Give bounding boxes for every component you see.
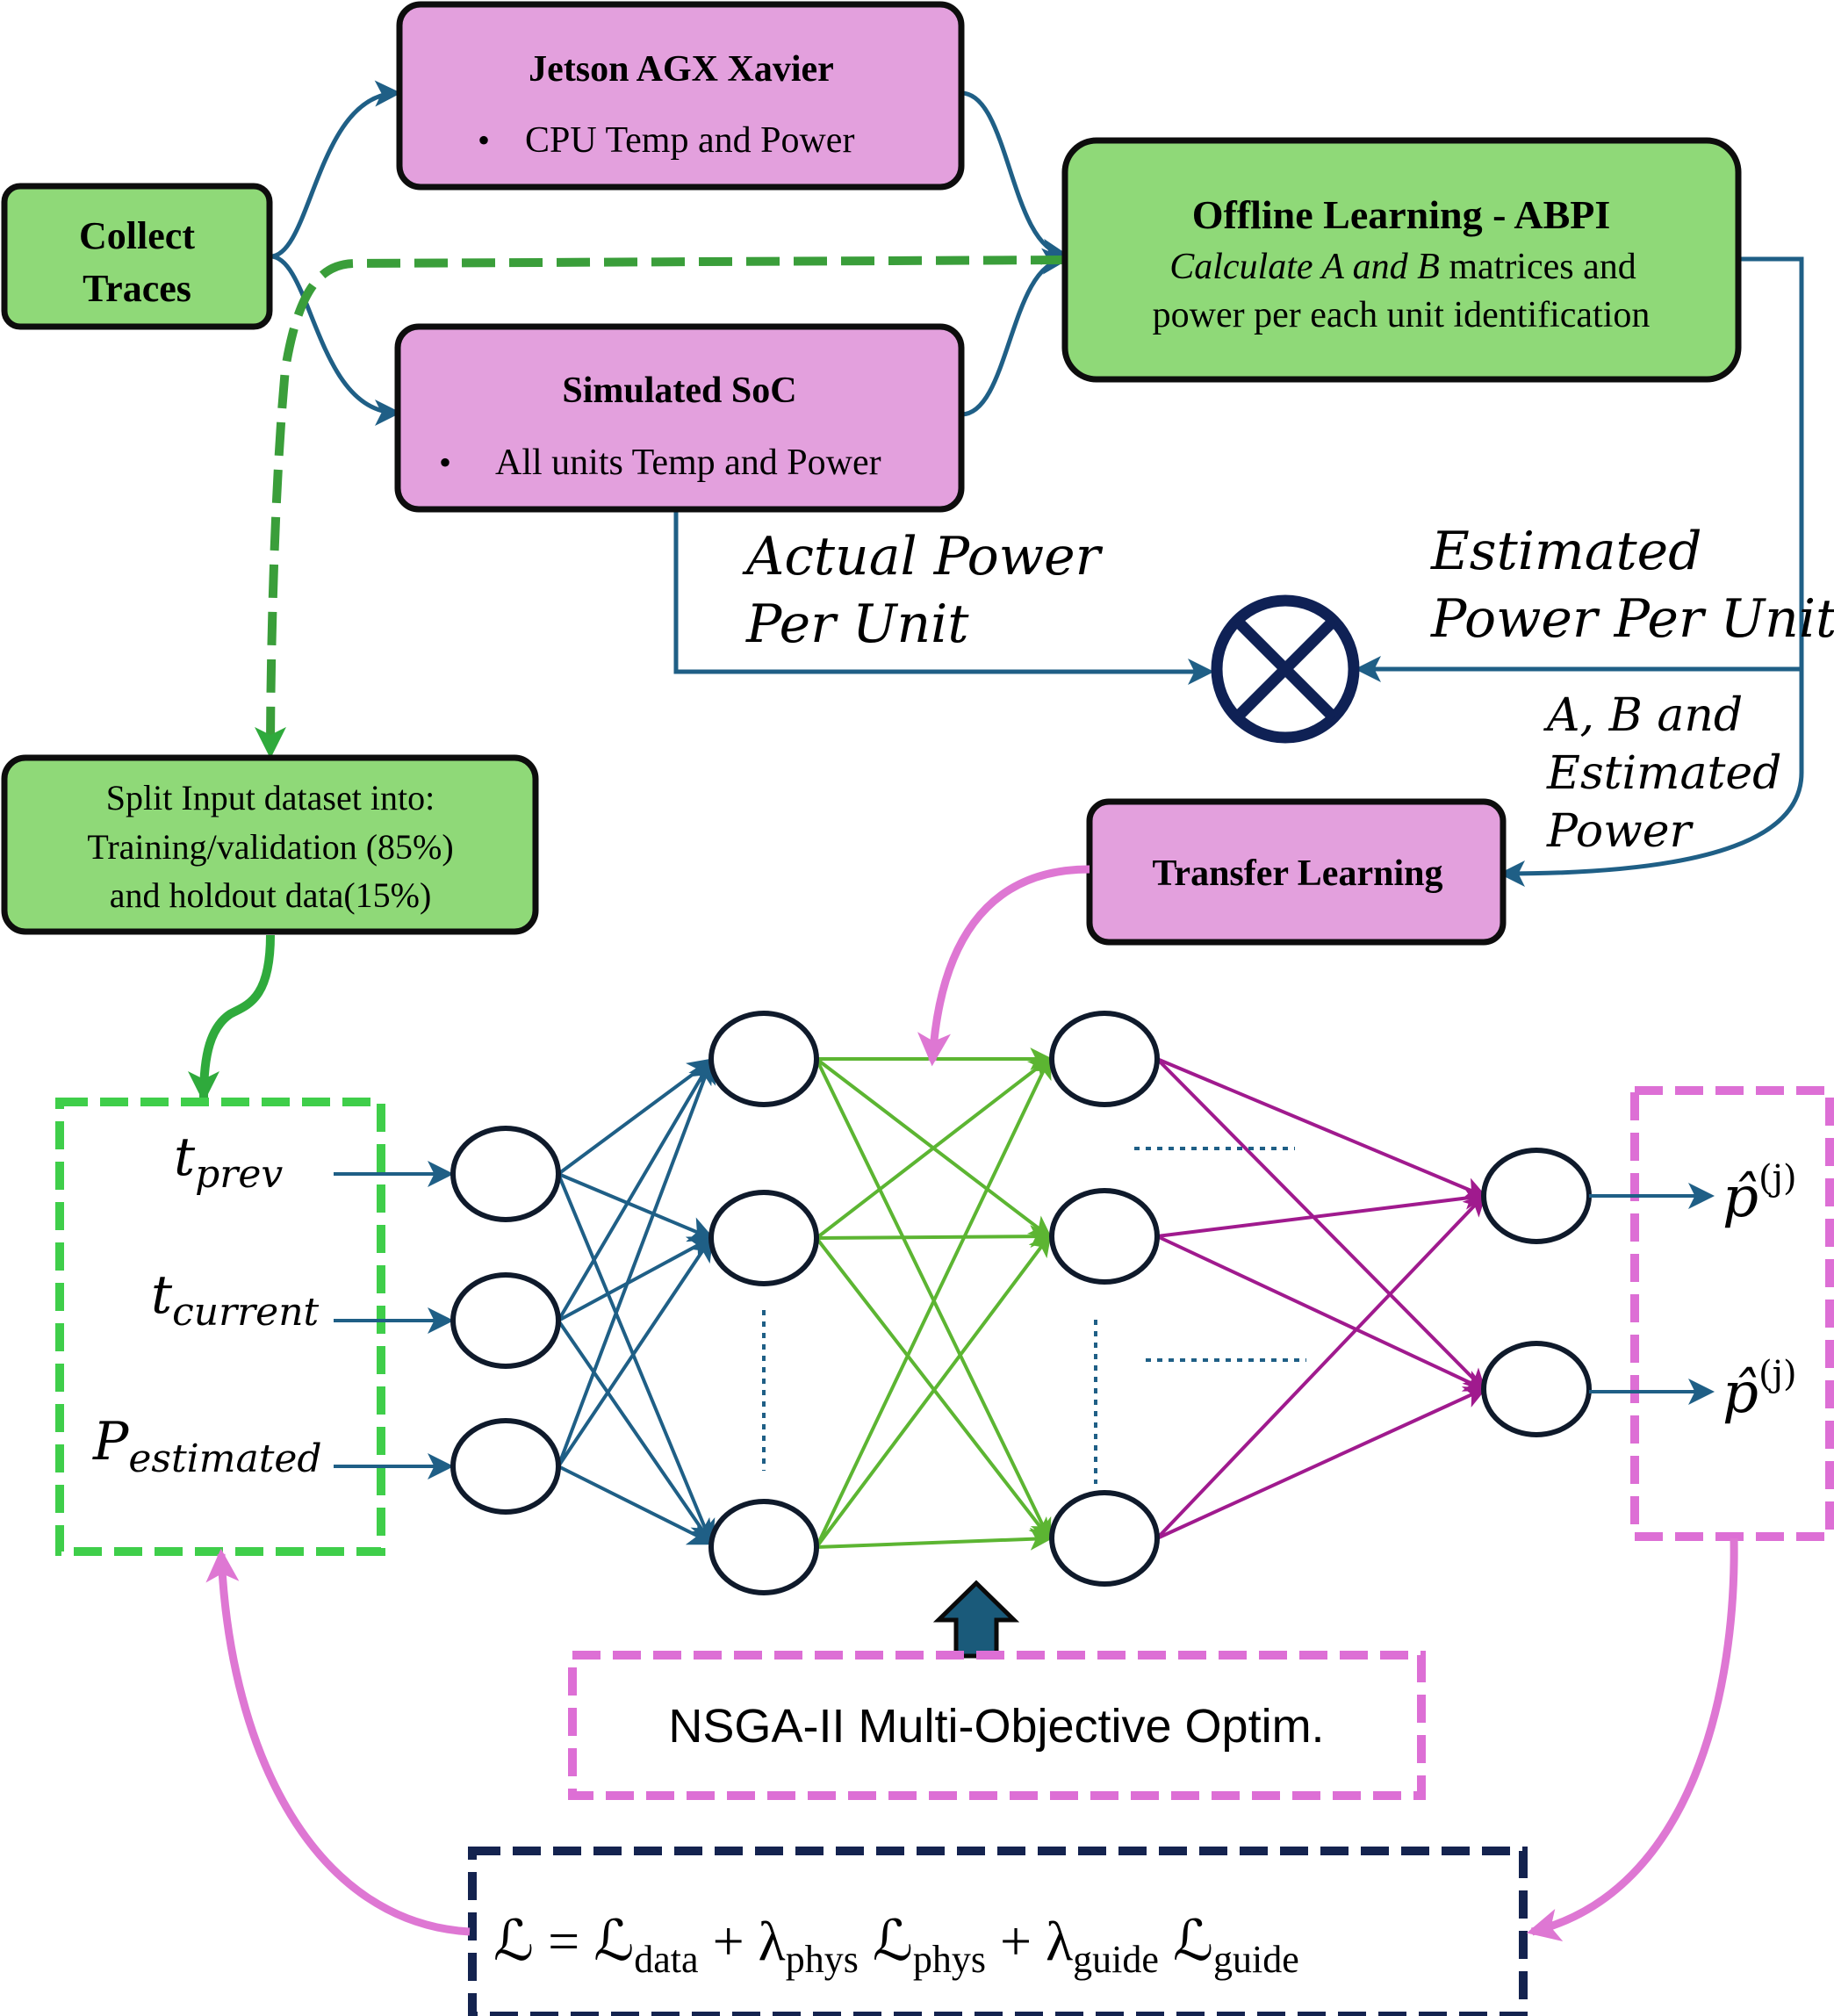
arrow-loss-to-input <box>205 1548 471 1936</box>
split-line3: and holdout data(15%) <box>110 875 432 915</box>
collect-traces-line2: Traces <box>83 267 191 310</box>
loss-box: ℒ = ℒdata + λphys ℒphys + λguide ℒguide <box>468 1847 1528 2016</box>
arrow-simsoc-to-offline <box>960 248 1068 417</box>
arrow-ab-to-transfer <box>1499 669 1804 887</box>
input-labels: tprev tcurrent Pestimated <box>92 1127 322 1481</box>
neuron-hidden2-1 <box>1049 1011 1160 1107</box>
ab-label-1: A, B and <box>1543 689 1743 742</box>
neuron-hidden1-2 <box>708 1190 819 1286</box>
input-t-prev: tprev <box>174 1127 283 1197</box>
arrow-jetson-to-offline <box>960 90 1068 265</box>
input-t-current: tcurrent <box>151 1264 320 1335</box>
nsga-label: NSGA-II Multi-Objective Optim. <box>668 1700 1324 1753</box>
transfer-learning-box: Transfer Learning <box>1086 798 1507 946</box>
dashed-green-connector <box>255 256 1065 759</box>
arrow-collect-to-jetson <box>270 80 401 259</box>
simsoc-item: All units Temp and Power <box>495 443 881 483</box>
simsoc-bullet: • <box>439 443 451 482</box>
actual-power-label-2: Per Unit <box>745 594 969 655</box>
neurons <box>450 1011 1592 1595</box>
nsga-up-arrow-icon <box>932 1580 1020 1659</box>
jetson-title: Jetson AGX Xavier <box>529 49 834 90</box>
top-connectors <box>270 80 1804 887</box>
input-p-estimated: Pestimated <box>92 1411 322 1481</box>
actual-power-label-1: Actual Power <box>742 526 1104 587</box>
ellipsis-dots <box>762 1147 1306 1484</box>
output-labels: p̂(j) p̂(j) <box>1723 1158 1797 1426</box>
neuron-input-2 <box>450 1272 561 1369</box>
offline-line2: Calculate A and B matrices and <box>1169 247 1636 287</box>
offline-learning-box: Offline Learning - ABPI Calculate A and … <box>1061 137 1742 383</box>
estimated-power-label-2: Power Per Unit <box>1430 588 1834 650</box>
output-arrows <box>1589 1183 1715 1405</box>
neuron-hidden2-3 <box>1049 1490 1160 1587</box>
simulated-soc-box: Simulated SoC • All units Temp and Power <box>394 323 965 513</box>
collect-traces-box: Collect Traces <box>1 183 273 330</box>
nsga-box: NSGA-II Multi-Objective Optim. <box>568 1651 1426 1800</box>
output-predictions-box <box>1630 1086 1834 1541</box>
offline-line3: power per each unit identification <box>1153 295 1651 335</box>
arrow-split-to-inputs <box>188 934 275 1103</box>
input-arrows <box>334 1161 454 1480</box>
jetson-bullet: • <box>478 120 490 160</box>
split-line1: Split Input dataset into: <box>106 778 435 817</box>
arrow-estimated-power-to-comparator <box>1355 256 1804 682</box>
split-line2: Training/validation (85%) <box>87 827 453 867</box>
edges-hidden2-output <box>1155 1057 1488 1540</box>
neuron-output-2 <box>1481 1341 1592 1437</box>
neuron-output-1 <box>1481 1148 1592 1244</box>
split-dataset-box: Split Input dataset into: Training/valid… <box>1 754 539 935</box>
edges-input-hidden1 <box>557 1056 716 1547</box>
output-p-hat-2: p̂(j) <box>1723 1354 1797 1426</box>
simsoc-title: Simulated SoC <box>562 371 796 411</box>
comparator-multiply-icon <box>1211 594 1360 744</box>
neuron-hidden1-1 <box>708 1011 819 1107</box>
jetson-box: Jetson AGX Xavier • CPU Temp and Power <box>396 1 965 191</box>
ab-label-2: Estimated <box>1546 747 1781 800</box>
neuron-input-3 <box>450 1418 561 1515</box>
estimated-power-label-1: Estimated <box>1430 521 1702 582</box>
jetson-item: CPU Temp and Power <box>525 120 854 161</box>
transfer-title: Transfer Learning <box>1153 853 1443 894</box>
neuron-hidden1-3 <box>708 1499 819 1595</box>
arrow-transfer-to-network <box>917 865 1090 1067</box>
arrow-output-to-loss <box>1526 1537 1738 1941</box>
arrow-collect-to-simsoc <box>270 254 401 426</box>
neuron-input-1 <box>450 1126 561 1222</box>
ab-label-3: Power <box>1546 805 1694 858</box>
offline-title: Offline Learning - ABPI <box>1192 192 1611 237</box>
arrow-actual-power-to-comparator <box>673 511 1214 685</box>
output-p-hat-1: p̂(j) <box>1723 1158 1797 1230</box>
loss-equation: ℒ = ℒdata + λphys ℒphys + λguide ℒguide <box>493 1910 1299 1981</box>
feedback-arrows <box>205 865 1738 1941</box>
neuron-hidden2-2 <box>1049 1188 1160 1285</box>
collect-traces-line1: Collect <box>79 214 195 257</box>
edges-hidden1-hidden2 <box>815 1048 1054 1551</box>
flow-labels: Actual Power Per Unit Estimated Power Pe… <box>742 521 1834 858</box>
